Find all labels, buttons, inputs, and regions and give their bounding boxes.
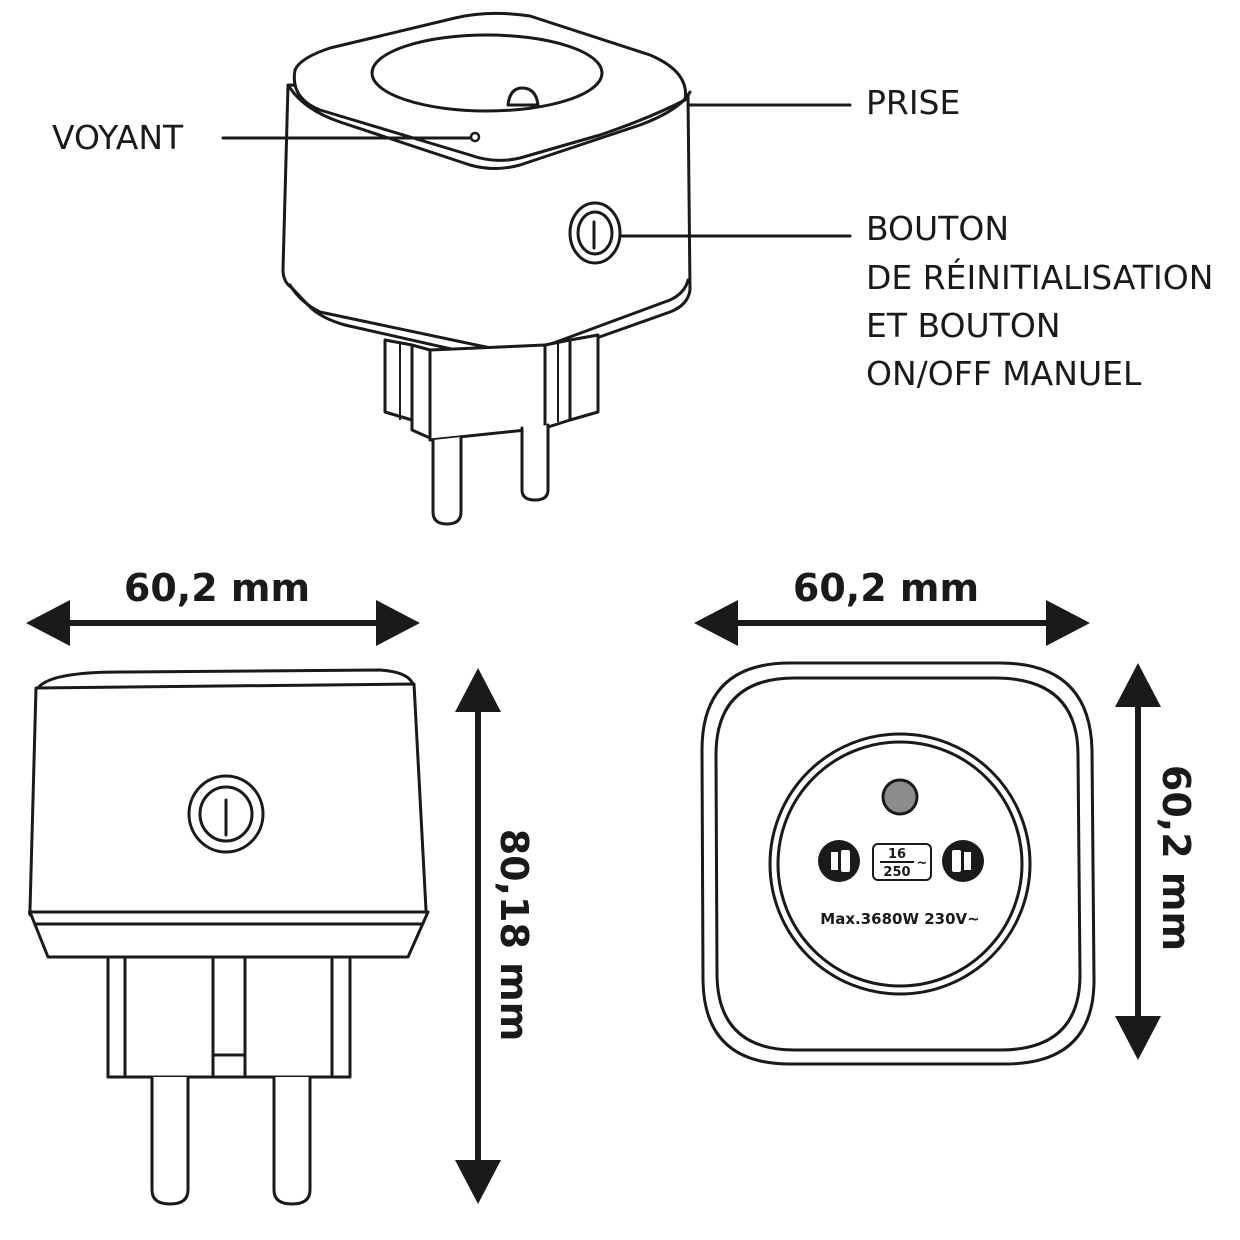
rating-top: 16 xyxy=(888,847,906,862)
perspective-pin-right xyxy=(520,423,550,502)
side-width-label: 60,2 mm xyxy=(124,566,310,610)
button-label-line-4: ON/OFF MANUEL xyxy=(866,354,1142,393)
front-max-text: Max.3680W 230V~ xyxy=(820,910,979,928)
perspective-view: VOYANT PRISE BOUTON DE RÉINITIALISATION … xyxy=(52,11,1213,526)
perspective-pin-left xyxy=(431,435,463,526)
front-height-label: 60,2 mm xyxy=(1154,765,1198,951)
front-view: 60,2 mm 16 250 ~ Max.3680W 230V~ xyxy=(694,566,1198,1066)
side-height-label: 80,18 mm xyxy=(492,829,536,1042)
side-power-button xyxy=(187,774,265,854)
perspective-socket xyxy=(370,33,604,113)
front-rating-badge: 16 250 ~ xyxy=(872,843,932,881)
side-width-arrow xyxy=(26,600,420,646)
voyant-label: VOYANT xyxy=(52,118,184,157)
side-pin-right xyxy=(272,1075,312,1206)
front-width-label: 60,2 mm xyxy=(793,566,979,610)
front-height-arrow xyxy=(1115,663,1161,1060)
perspective-power-button xyxy=(568,201,622,265)
button-label-line-2: DE RÉINITIALISATION xyxy=(866,257,1213,297)
front-hole-right xyxy=(942,840,984,882)
front-hole-left xyxy=(818,840,860,882)
button-label-line-1: BOUTON xyxy=(866,209,1009,248)
side-view: 60,2 mm 80,18 mm xyxy=(26,566,536,1206)
prise-label: PRISE xyxy=(866,83,960,122)
side-height-arrow xyxy=(455,668,501,1204)
side-pin-left xyxy=(150,1075,190,1206)
button-label-line-3: ET BOUTON xyxy=(866,306,1061,345)
rating-bottom: 250 xyxy=(883,865,910,880)
front-led xyxy=(881,778,919,816)
front-width-arrow xyxy=(694,600,1090,646)
perspective-led-dot xyxy=(469,131,481,143)
rating-suffix: ~ xyxy=(917,856,928,871)
